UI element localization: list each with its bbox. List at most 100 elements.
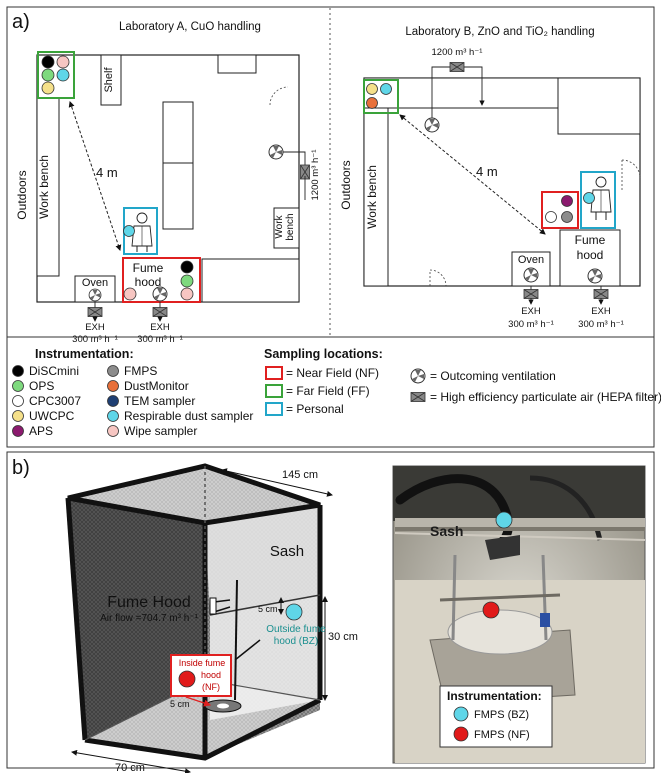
photo-legend-dot-bz: [453, 706, 469, 722]
photo-sash-label: Sash: [430, 523, 463, 539]
lab-a-exh-2-label: EXH: [150, 322, 170, 333]
lab-a-distance: 4 m: [96, 165, 118, 180]
lab-a-oven-fan-icon: [88, 288, 102, 302]
lab-b-fume-hood-label-2: hood: [577, 248, 604, 262]
legend-frame: [6, 336, 655, 448]
legend-dot-discmini: [12, 365, 24, 377]
lab-b-exh-2-airflow: 300 m³ h⁻¹: [578, 319, 624, 330]
lab-a-distance-line: [68, 101, 122, 251]
lab-b-outdoors: Outdoors: [339, 160, 353, 209]
nf-gap: 5 cm: [170, 699, 190, 709]
nf-label-2: hood: [201, 670, 221, 680]
lab-b-exh-1-airflow: 300 m³ h⁻¹: [508, 319, 554, 330]
lab-a-ff-wipe: [56, 55, 70, 69]
legend-tem: TEM sampler: [124, 394, 195, 408]
lab-b-exh-2-label: EXH: [591, 306, 611, 317]
lab-a-far-field-box: [37, 51, 75, 99]
legend-dot-cpc3007: [12, 395, 24, 407]
dim-top: 145 cm: [282, 469, 318, 481]
legend-dot-fmps: [107, 365, 119, 377]
lab-a-supply-airflow: 1200 m³ h⁻¹: [310, 150, 321, 201]
lab-a-nf-discmini: [180, 260, 194, 274]
lab-b-personal-box: [580, 171, 616, 229]
lab-a-fume-hood-label-2: hood: [135, 275, 162, 289]
lab-a-exh-2-airflow: 300 m³ h⁻¹: [137, 334, 183, 345]
legend-wipe: Wipe sampler: [124, 424, 197, 438]
photo-legend-title: Instrumentation:: [447, 689, 542, 703]
lab-b-distance: 4 m: [476, 164, 498, 179]
photo-legend-nf: FMPS (NF): [474, 729, 530, 741]
legend-resp: Respirable dust sampler: [124, 409, 253, 423]
legend-dot-wipe: [107, 425, 119, 437]
lab-b-ff-uwcpc: [366, 83, 378, 95]
photo-legend-dot-nf: [453, 726, 469, 742]
lab-a-exh-1-label: EXH: [85, 322, 105, 333]
panel-b-frame: [6, 451, 655, 769]
hood-sash: [205, 505, 320, 615]
lab-a-exh-2-hepa-icon: [152, 307, 168, 317]
lab-a-exh-1-hepa-icon: [87, 307, 103, 317]
panel-b-label: b): [12, 457, 30, 479]
lab-a-fume-hood-label-1: Fume: [133, 261, 164, 275]
lab-a-small-bench-label-2: bench: [285, 213, 296, 240]
bz-label-1: Outside fume: [266, 624, 326, 635]
legend-personal-swatch: [265, 402, 283, 416]
lab-b-exh-2-hepa-icon: [593, 289, 609, 299]
legend-personal: = Personal: [286, 402, 344, 416]
lab-b-nf-fmps: [561, 211, 573, 223]
lab-a-ff-discmini: [41, 55, 55, 69]
lab-a-supply-fan-icon: [268, 144, 284, 160]
bz-marker: [285, 603, 303, 621]
lab-b-far-field-box: [363, 79, 399, 114]
lab-a-shelf-label: Shelf: [103, 67, 115, 93]
hood-sash-label: Sash: [270, 543, 304, 560]
hood-airflow: Air flow =704.7 m³ h⁻¹: [100, 613, 198, 624]
legend-uwcpc: UWCPC: [29, 409, 75, 423]
nf-marker: [178, 670, 196, 688]
bz-label-2: hood (BZ): [274, 636, 318, 647]
lab-a-nf-ops: [180, 274, 194, 288]
lab-a-ff-ops: [41, 68, 55, 82]
lab-a-small-bench: [273, 207, 300, 249]
lab-b-ff-dust: [366, 97, 378, 109]
lab-b-nf-cpc: [545, 211, 557, 223]
lab-a-hood-fan-icon: [152, 286, 168, 302]
legend-ff: = Far Field (FF): [286, 384, 370, 398]
legend-col-2: FMPS DustMonitor TEM sampler Respirable …: [107, 364, 253, 438]
lab-a-oven-label: Oven: [82, 277, 108, 289]
legend-cpc3007: CPC3007: [29, 394, 81, 408]
lab-a-title: Laboratory A, CuO handling: [119, 21, 261, 33]
legend-ventilation: = Outcoming ventilation: [430, 369, 556, 383]
lab-b-nf-aps: [561, 195, 573, 207]
lab-a-personal-resp: [123, 225, 135, 237]
lab-a-plan: Laboratory A, CuO handling Outdoors Work…: [15, 21, 321, 345]
lab-b-ff-resp: [380, 83, 392, 95]
lab-a-worker-icon: [131, 212, 153, 252]
legend-aps: APS: [29, 424, 53, 438]
lab-b-personal-resp: [583, 192, 595, 204]
legend-nf: = Near Field (NF): [286, 366, 379, 380]
lab-b-oven-fan-icon: [523, 267, 539, 283]
legend-col-1: DiSCmini OPS CPC3007 UWCPC APS: [12, 364, 81, 438]
legend-nf-swatch: [265, 366, 283, 380]
lab-b-work-bench: [363, 107, 389, 287]
lab-a-outdoors: Outdoors: [15, 170, 29, 219]
lab-b-top-bench: [363, 77, 559, 109]
lab-a-small-bench-label-1: Work: [274, 214, 285, 238]
lab-a-door-arc-2: [269, 86, 289, 106]
lab-a-center-bench: [162, 101, 194, 230]
sampling-title: Sampling locations:: [264, 347, 383, 361]
dim-bottom: 70 cm: [115, 762, 145, 773]
legend-dot-aps: [12, 425, 24, 437]
lab-b-exh-1-hepa-icon: [523, 289, 539, 299]
legend-dustmonitor: DustMonitor: [124, 379, 189, 393]
legend-dot-ops: [12, 380, 24, 392]
lab-a-nf-wipe: [123, 287, 137, 301]
lab-b-fume-hood-label-1: Fume: [575, 233, 606, 247]
lab-b-exh-1-label: EXH: [521, 306, 541, 317]
hepa-icon: [410, 392, 426, 402]
bz-gap: 5 cm: [258, 604, 278, 614]
photo-bz-marker: [495, 511, 513, 529]
